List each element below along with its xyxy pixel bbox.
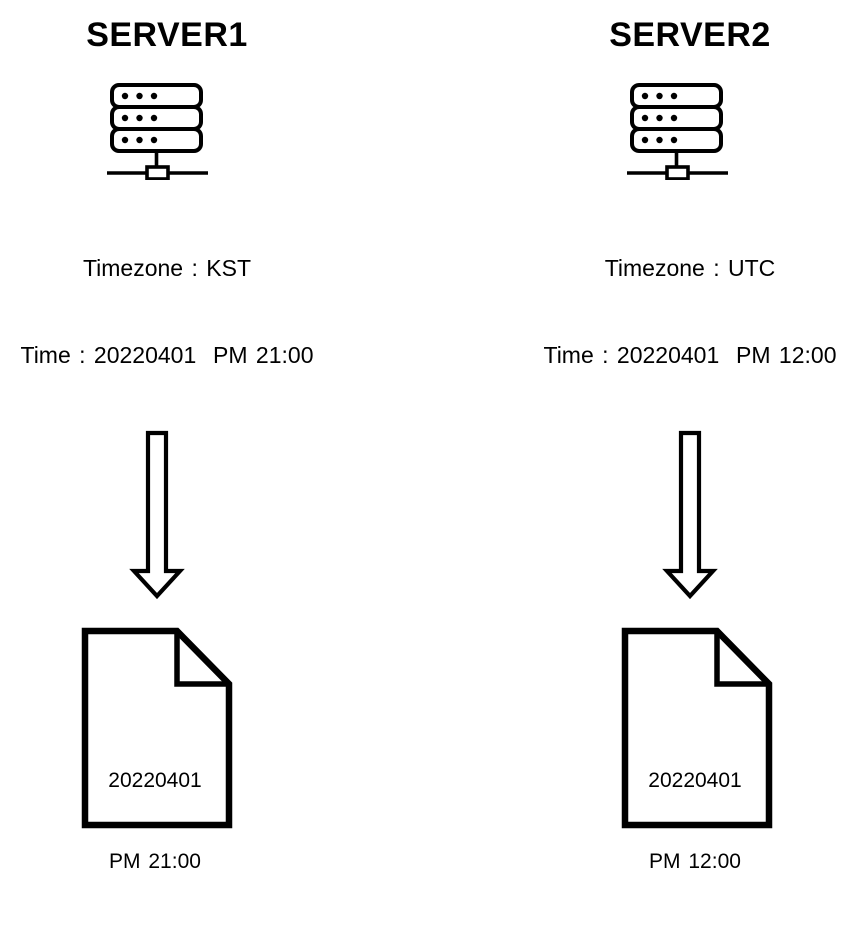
down-arrow-icon-graphic [129,430,185,600]
server2-file-date: 20220401 [648,769,742,792]
server1-file-text: 20220401 PM 21:00 [81,713,229,929]
server1-timezone-label: Timezone : KST [82,255,252,281]
server1-info: Timezone : KST Time : 20220401 PM 21:00 [21,196,314,428]
server1-group: SERVER1 Time [0,0,334,873]
server-rack-icon [624,82,730,180]
server2-file-time: PM 12:00 [649,850,741,873]
down-arrow-icon [129,430,185,600]
document-icon: 20220401 PM 12:00 [621,627,773,873]
diagram-canvas: SERVER1 Time [20,16,837,873]
server1-file-date: 20220401 [108,769,202,792]
server1-title: SERVER1 [86,16,248,54]
server-rack-icon [104,82,210,180]
server2-title: SERVER2 [609,16,771,54]
down-arrow-icon-graphic [662,430,718,600]
server-rack-icon-graphic [107,83,208,180]
server2-timezone-label: Timezone : UTC [604,255,776,281]
server2-info: Timezone : UTC Time : 20220401 PM 12:00 [544,196,837,428]
server1-time-label: Time : 20220401 PM 21:00 [20,342,314,368]
server2-time-label: Time : 20220401 PM 12:00 [543,342,837,368]
server-rack-icon-graphic [627,83,728,180]
document-icon: 20220401 PM 21:00 [81,627,233,873]
server2-group: SERVER2 Time [523,0,857,873]
server1-file-time: PM 21:00 [109,850,201,873]
down-arrow-icon [662,430,718,600]
server2-file-text: 20220401 PM 12:00 [621,713,769,929]
